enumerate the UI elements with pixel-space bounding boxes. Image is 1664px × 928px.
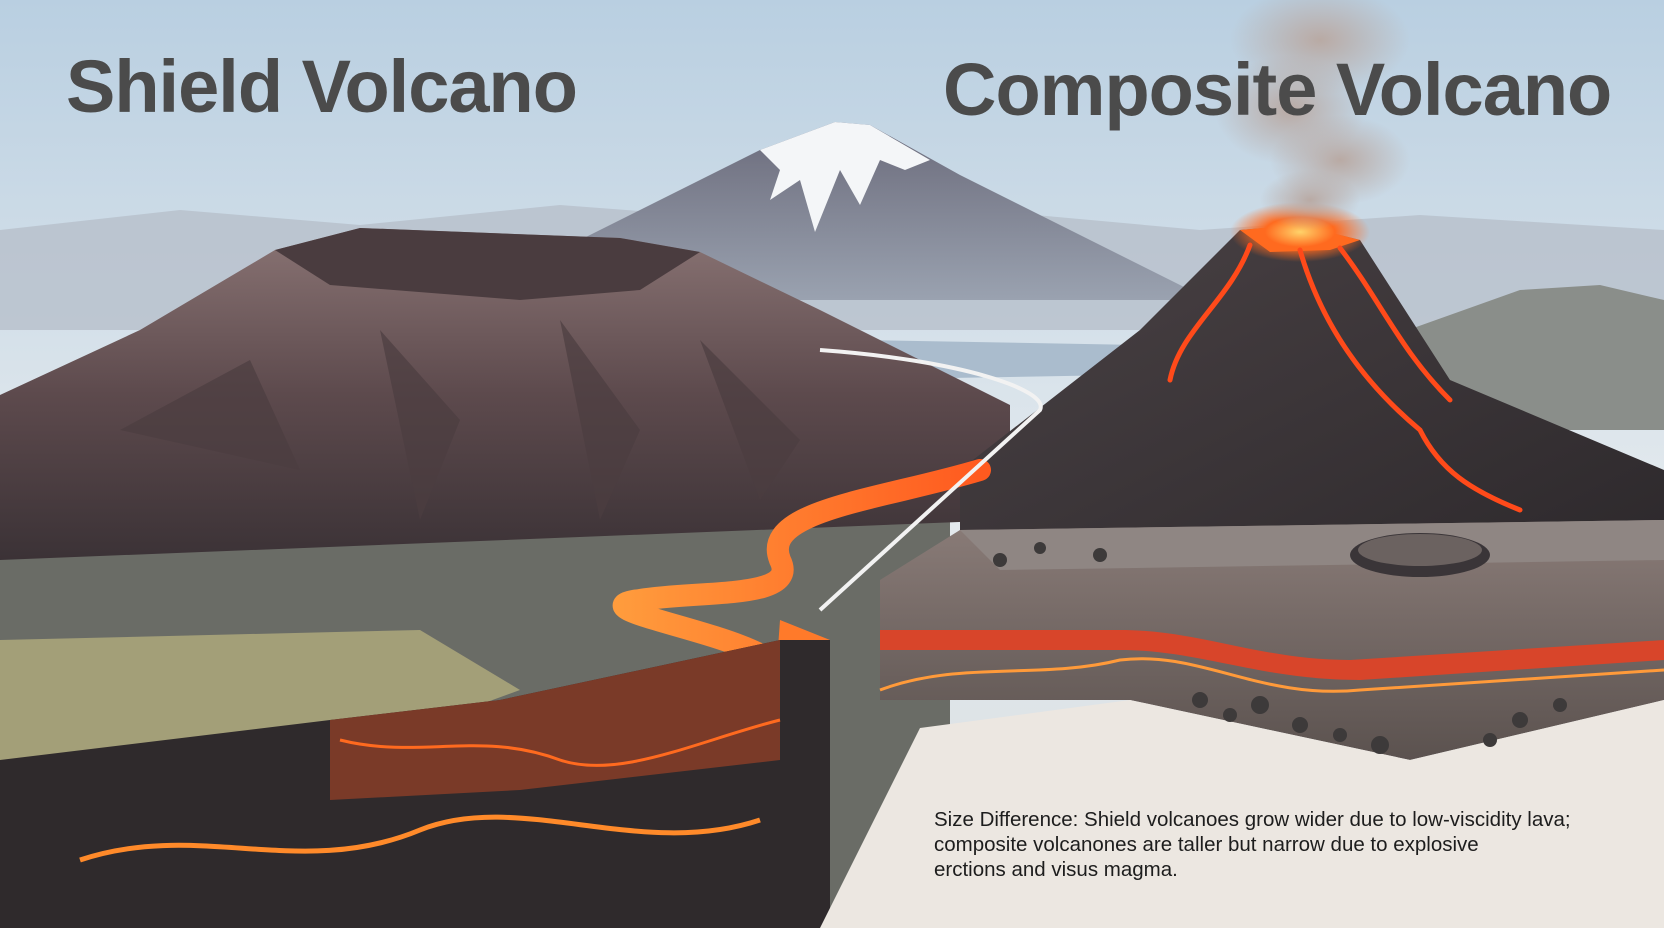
caption-line: composite volcanones are taller but narr… [934,833,1479,856]
rubble [993,542,1567,754]
smoke-plume [1215,0,1410,230]
shield-volcano-title: Shield Volcano [66,45,578,128]
composite-volcano [960,202,1664,580]
caption-panel [820,700,1664,928]
shield-volcano [0,228,1010,560]
shield-cross-section [0,640,830,928]
composite-cross-section [879,520,1664,760]
composite-volcano-title: Composite Volcano [943,48,1612,131]
caption-line: Size Difference: Shield volcanoes grow w… [934,808,1571,831]
distant-snowcapped-volcano [560,122,1210,300]
caption-line: erctions and visus magma. [934,858,1178,881]
size-difference-caption: Size Difference: Shield volcanoes grow w… [934,807,1634,882]
comparison-divider [818,348,1043,612]
